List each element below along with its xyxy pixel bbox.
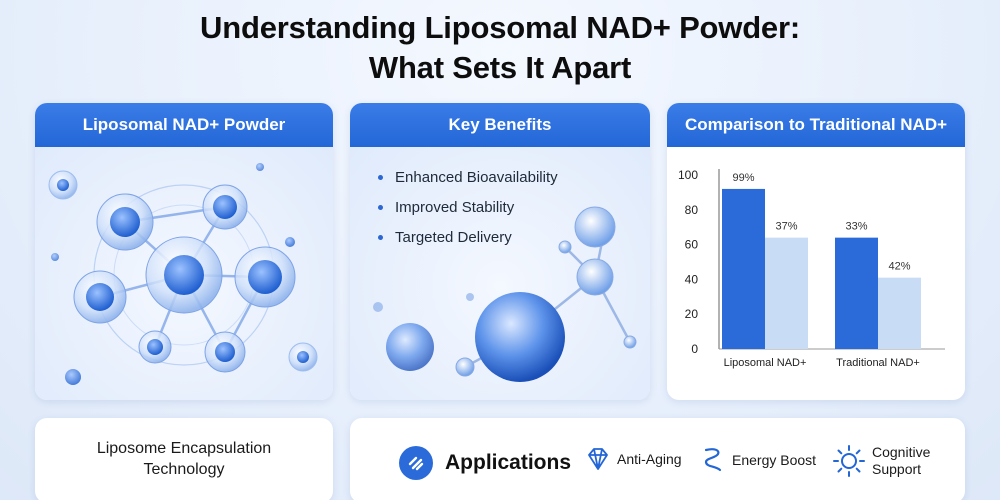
benefit-label: Targeted Delivery <box>395 229 512 246</box>
benefits-card-header: Key Benefits <box>350 103 650 147</box>
y-tick-label: 60 <box>685 238 699 252</box>
technology-line1: Liposome Encapsulation <box>96 440 272 457</box>
bar-value-label: 42% <box>888 261 910 273</box>
comparison-chart: 0 20 40 60 80 100 99% 37% Liposomal NAD+ 33% 42% Tr… <box>667 147 965 400</box>
y-tick-label: 80 <box>685 203 699 217</box>
benefits-card: Key Benefits <box>350 103 650 400</box>
application-label-line2: Support <box>872 461 922 477</box>
chart-bar <box>835 237 878 349</box>
benefit-label: Enhanced Bioavailability <box>395 169 558 186</box>
bar-value-label: 37% <box>775 221 797 233</box>
y-tick-label: 40 <box>685 272 699 286</box>
diamond-icon <box>588 448 608 470</box>
application-energy-boost: Energy Boost <box>700 446 816 474</box>
bullet-icon <box>378 175 383 180</box>
applications-title: Applications <box>445 451 572 474</box>
page-title-line2: What Sets It Apart <box>368 50 632 85</box>
chart-bar <box>722 188 765 349</box>
benefit-label: Improved Stability <box>395 199 515 216</box>
technology-card: Liposome Encapsulation Technology <box>35 418 333 500</box>
application-label-line1: Cognitive <box>872 444 931 460</box>
molecule-spheres-image <box>373 206 637 382</box>
page-title-line1: Understanding Liposomal NAD+ Powder: <box>200 10 800 45</box>
applications-heading: Applications <box>399 446 571 480</box>
benefits-body: Enhanced Bioavailability Improved Stabil… <box>350 147 650 400</box>
application-cognitive-support: Cognitive Support <box>832 444 930 478</box>
energy-icon <box>704 448 722 472</box>
y-tick-label: 0 <box>691 342 698 356</box>
bullet-icon <box>378 205 383 210</box>
y-tick-label: 100 <box>678 168 698 182</box>
list-item: Targeted Delivery <box>378 227 558 257</box>
bar-value-label: 33% <box>845 221 867 233</box>
bullet-icon <box>378 235 383 240</box>
bar-value-label: 99% <box>732 172 754 184</box>
applications-card: Applications Anti-Aging Energy Boost <box>350 418 965 500</box>
technology-text: Liposome Encapsulation Technology <box>35 438 333 480</box>
bar-chart: 0 20 40 60 80 100 99% 37% Liposomal NAD+ 33% 42% Tr… <box>678 168 945 369</box>
applications-icon <box>399 446 433 480</box>
liposomal-card: Liposomal NAD+ Powder <box>35 103 333 400</box>
comparison-card: Comparison to Traditional NAD+ 0 20 40 60 80… <box>667 103 965 400</box>
comparison-card-header: Comparison to Traditional NAD+ <box>667 103 965 147</box>
x-category-label: Traditional NAD+ <box>836 357 920 369</box>
liposome-illustration <box>35 147 333 400</box>
liposomal-card-header: Liposomal NAD+ Powder <box>35 103 333 147</box>
list-item: Improved Stability <box>378 197 558 227</box>
application-label: Cognitive Support <box>872 444 930 478</box>
x-category-label: Liposomal NAD+ <box>724 357 807 369</box>
page-title: Understanding Liposomal NAD+ Powder: Wha… <box>0 8 1000 88</box>
chart-bar <box>878 277 921 349</box>
application-anti-aging: Anti-Aging <box>585 446 682 472</box>
application-label: Anti-Aging <box>617 450 682 467</box>
y-tick-label: 20 <box>685 307 699 321</box>
liposome-network-image <box>48 163 318 385</box>
chart-bar <box>765 237 808 349</box>
sun-brain-icon <box>833 445 865 477</box>
benefits-list: Enhanced Bioavailability Improved Stabil… <box>378 167 558 257</box>
list-item: Enhanced Bioavailability <box>378 167 558 197</box>
application-label: Energy Boost <box>732 451 817 468</box>
technology-line2: Technology <box>143 461 225 478</box>
